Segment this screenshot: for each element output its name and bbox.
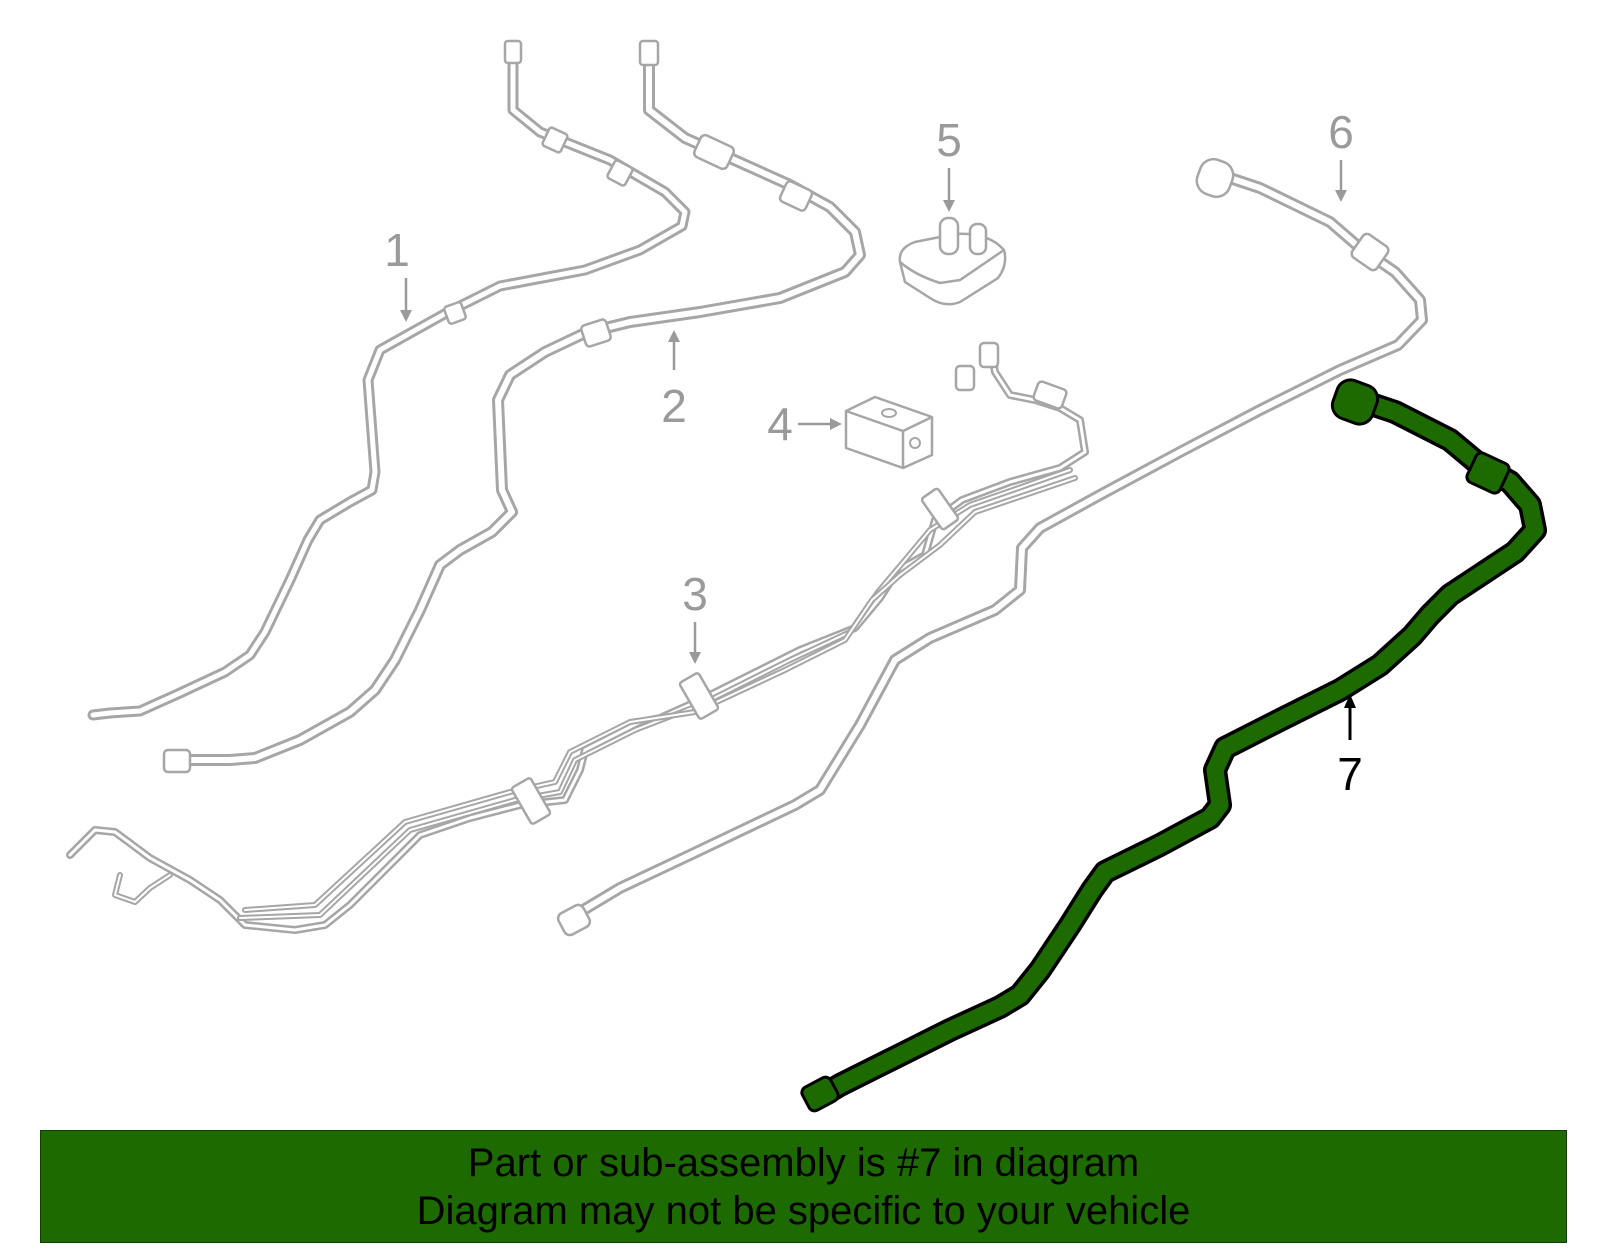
part-7-cooler-line[interactable] <box>800 376 1547 1113</box>
svg-text:2: 2 <box>661 380 687 432</box>
callout-7: 7 <box>1337 694 1363 800</box>
callout-1: 1 <box>384 224 412 322</box>
svg-text:1: 1 <box>384 224 410 276</box>
part-6-cooler-line[interactable] <box>556 155 1428 937</box>
callout-4: 4 <box>767 398 842 450</box>
part-4-clamp-block[interactable] <box>844 395 934 470</box>
svg-text:6: 6 <box>1328 106 1354 158</box>
banner-line-2: Diagram may not be specific to your vehi… <box>416 1189 1191 1233</box>
part-5-cap[interactable] <box>898 216 1007 306</box>
part-1-cooler-line[interactable] <box>87 39 691 721</box>
svg-text:4: 4 <box>767 398 793 450</box>
info-banner: Part or sub-assembly is #7 in diagram Di… <box>40 1130 1567 1243</box>
part-2-cooler-line[interactable] <box>162 39 866 774</box>
callout-3: 3 <box>682 568 708 664</box>
svg-text:5: 5 <box>936 114 962 166</box>
callout-2: 2 <box>661 330 687 432</box>
banner-line-1: Part or sub-assembly is #7 in diagram <box>467 1141 1140 1185</box>
svg-text:7: 7 <box>1337 748 1363 800</box>
svg-text:3: 3 <box>682 568 708 620</box>
callout-5: 5 <box>936 114 962 212</box>
part-3-line-assembly[interactable] <box>66 341 1089 934</box>
callout-6: 6 <box>1328 106 1354 202</box>
